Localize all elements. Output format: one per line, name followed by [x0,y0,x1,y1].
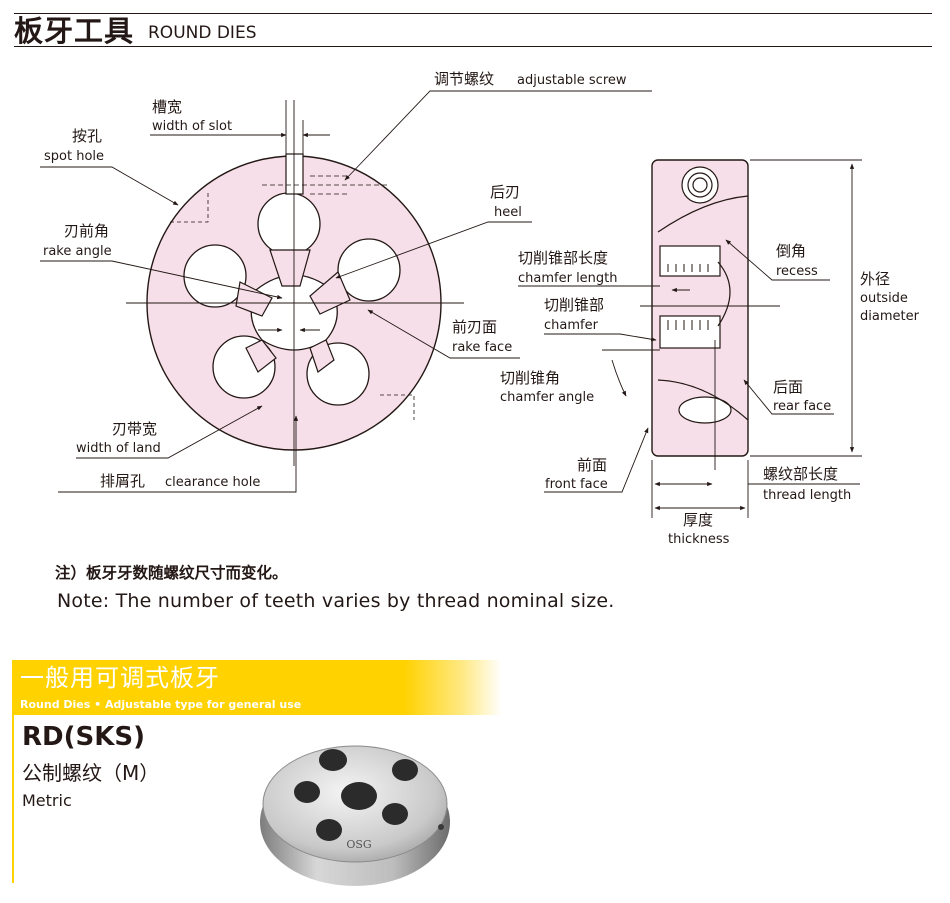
label-thread-length-en: thread length [763,488,851,503]
label-thickness-en: thickness [668,532,730,547]
banner-title: 一般用可调式板牙 [20,664,220,692]
label-spot-hole-en: spot hole [44,149,104,164]
label-rear-face-cn: 后面 [773,378,803,396]
front-face-leader [544,427,649,493]
spot-hole-leader [40,166,179,206]
side-curve-bottom [657,379,749,421]
product-banner [12,660,502,715]
adjust-screw-head-inner [687,172,713,198]
label-land-width-cn: 刃带宽 [112,420,157,438]
banner-subtitle: Round Dies • Adjustable type for general… [20,698,302,711]
label-chamfer-angle-cn: 切削锥角 [500,369,560,387]
clearance-hole-left [183,244,247,308]
label-chamfer-en: chamfer [544,318,599,333]
chamfer-angle-arc [611,359,627,397]
side-view-labels: 切削锥部长度 chamfer length 切削锥部 chamfer 切削锥角 … [500,242,920,547]
chamfer-leader [544,333,657,342]
adjust-screw-head-outer [681,166,719,204]
label-heel-en: heel [494,205,522,220]
label-outside-diameter-en1: outside [860,291,908,306]
adjustable-screw-leader [344,90,652,181]
land-bottom-left [245,339,277,373]
product-type-en: Metric [22,791,72,810]
label-recess-cn: 倒角 [776,242,806,260]
die-side-view [640,159,780,470]
label-land-width-en: width of land [76,441,161,456]
label-recess-en: recess [776,264,818,279]
die-photo-spot-hole [438,824,444,830]
recess-upper [659,245,721,277]
recess-leader [725,239,830,281]
clearance-hole-leader [58,415,299,493]
label-thread-length-cn: 螺纹部长度 [763,465,838,483]
label-outside-diameter-cn: 外径 [860,270,890,288]
header-rule-bottom [14,46,932,47]
spot-hole-left [170,190,209,223]
land-top [269,249,311,287]
side-spot-hole [678,396,732,424]
label-clearance-hole-en: clearance hole [165,475,260,490]
label-outside-diameter-en2: diameter [860,309,920,324]
label-chamfer-angle-en: chamfer angle [500,390,594,405]
clearance-hole-top [257,192,321,256]
adjust-screw-head-core [692,177,708,193]
land-width-leader [76,405,263,459]
page-title-en: ROUND DIES [148,23,257,43]
label-rear-face-en: rear face [773,399,831,414]
heel-leader [335,221,532,279]
die-slot [285,153,304,195]
page-title: 板牙工具 [14,14,135,48]
land-bottom-right [309,339,335,373]
rake-angle-leader [40,260,283,300]
label-rake-face-cn: 前刃面 [452,318,497,336]
label-slot-width-cn: 槽宽 [152,98,182,116]
label-adjustable-screw-en: adjustable screw [517,73,627,88]
clearance-hole-right [337,238,401,302]
die-front-view [126,100,464,466]
label-front-face-cn: 前面 [577,456,607,474]
spot-hole-right [380,394,415,420]
label-rake-face-en: rake face [452,340,512,355]
die-photo-holes [294,749,418,841]
round-die-diagram: 槽宽 width of slot 按孔 spot hole 刃前角 rake a… [40,70,920,547]
recess-curve [717,261,731,327]
product-side-rule [12,715,14,883]
label-heel-cn: 后刃 [490,183,520,201]
label-rake-angle-cn: 刃前角 [64,222,109,240]
label-spot-hole-cn: 按孔 [72,127,102,145]
recess-lower [659,315,721,349]
land-left [235,281,273,317]
centerlines [126,100,464,466]
label-front-face-en: front face [545,477,608,492]
note-en: Note: The number of teeth varies by thre… [57,590,615,612]
label-chamfer-length-en: chamfer length [518,271,618,286]
note-cn: 注）板牙牙数随螺纹尺寸而变化。 [55,564,288,582]
front-view-leaders [40,90,652,493]
die-photo-logo: OSG [346,838,371,851]
rake-face-leader [367,309,520,359]
land-right [309,271,351,315]
label-thickness-cn: 厚度 [683,511,713,529]
die-lands [235,249,351,373]
label-adjustable-screw-cn: 调节螺纹 [434,70,494,88]
label-clearance-hole-cn: 排屑孔 [100,472,145,490]
label-slot-width-en: width of slot [152,119,232,134]
thread-teeth-upper [667,264,709,272]
product-photo: OSG [260,745,450,886]
header-rule-top [14,13,932,14]
rear-face-leader [743,379,834,415]
label-rake-angle-en: rake angle [43,244,112,259]
product-code: RD(SKS) [22,722,145,752]
product-type-cn: 公制螺纹（M） [22,761,160,785]
side-curve-top [657,195,749,233]
front-view-labels: 槽宽 width of slot 按孔 spot hole 刃前角 rake a… [43,70,627,490]
label-chamfer-length-cn: 切削锥部长度 [518,249,608,267]
side-view-leaders [518,159,862,518]
label-chamfer-cn: 切削锥部 [544,296,604,314]
thread-teeth-lower [667,320,709,330]
